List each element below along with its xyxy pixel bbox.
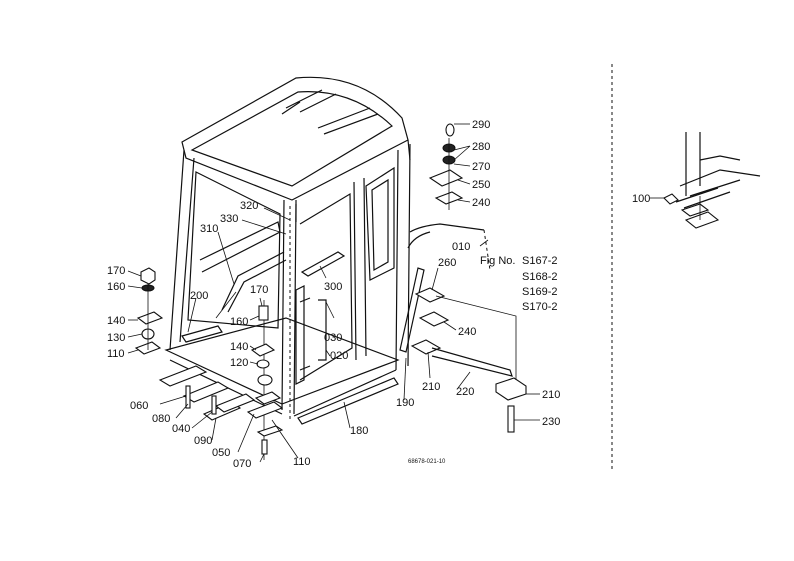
- fig-no-label: Fig No.: [480, 255, 515, 267]
- label-040: 040: [172, 423, 190, 435]
- label-120: 120: [230, 357, 248, 369]
- label-080: 080: [152, 413, 170, 425]
- label-170-left: 170: [107, 265, 125, 277]
- label-110-left: 110: [107, 348, 125, 360]
- part-labels: 170 160 140 130 110 200 060 080 040 090 …: [107, 119, 650, 470]
- label-170-center: 170: [250, 284, 268, 296]
- label-030: 030: [324, 332, 342, 344]
- label-210-right: 210: [542, 389, 560, 401]
- label-060: 060: [130, 400, 148, 412]
- label-240-upper: 240: [472, 197, 490, 209]
- label-210-left: 210: [422, 381, 440, 393]
- fig-ref-3: S169-2: [522, 286, 557, 298]
- label-010: 010: [452, 241, 470, 253]
- label-160-left: 160: [107, 281, 125, 293]
- label-230: 230: [542, 416, 560, 428]
- label-180: 180: [350, 425, 368, 437]
- figure-references: Fig No. S167-2 S168-2 S169-2 S170-2: [480, 255, 557, 313]
- label-140-left: 140: [107, 315, 125, 327]
- cab-frame: [164, 76, 425, 425]
- label-290: 290: [472, 119, 490, 131]
- label-270: 270: [472, 161, 490, 173]
- fig-ref-1: S167-2: [522, 255, 557, 267]
- label-250: 250: [472, 179, 490, 191]
- label-320: 320: [240, 200, 258, 212]
- leader-lines: [127, 123, 664, 463]
- label-110-bottom: 110: [293, 456, 311, 468]
- label-100: 100: [632, 193, 650, 205]
- label-130: 130: [107, 332, 125, 344]
- drawing-code: 68678-021-10: [408, 459, 446, 465]
- label-200: 200: [190, 290, 208, 302]
- fig-ref-2: S168-2: [522, 271, 557, 283]
- label-330: 330: [220, 213, 238, 225]
- foot-plates: [158, 365, 256, 421]
- label-020: 020: [330, 350, 348, 362]
- adjacent-view-fragment: [611, 64, 761, 470]
- label-310: 310: [200, 223, 218, 235]
- center-mount-hardware: [246, 300, 284, 460]
- label-140-center: 140: [230, 341, 248, 353]
- left-mount-hardware: [134, 267, 164, 355]
- fig-ref-4: S170-2: [522, 301, 557, 313]
- label-090: 090: [194, 435, 212, 447]
- label-260: 260: [438, 257, 456, 269]
- label-300: 300: [324, 281, 342, 293]
- label-280: 280: [472, 141, 490, 153]
- label-160-center: 160: [230, 316, 248, 328]
- right-top-hardware: [407, 123, 491, 271]
- label-070: 070: [233, 458, 251, 470]
- right-lower-brackets: [410, 287, 527, 433]
- label-240-lower: 240: [458, 326, 476, 338]
- label-220: 220: [456, 386, 474, 398]
- label-050: 050: [212, 447, 230, 459]
- label-190: 190: [396, 397, 414, 409]
